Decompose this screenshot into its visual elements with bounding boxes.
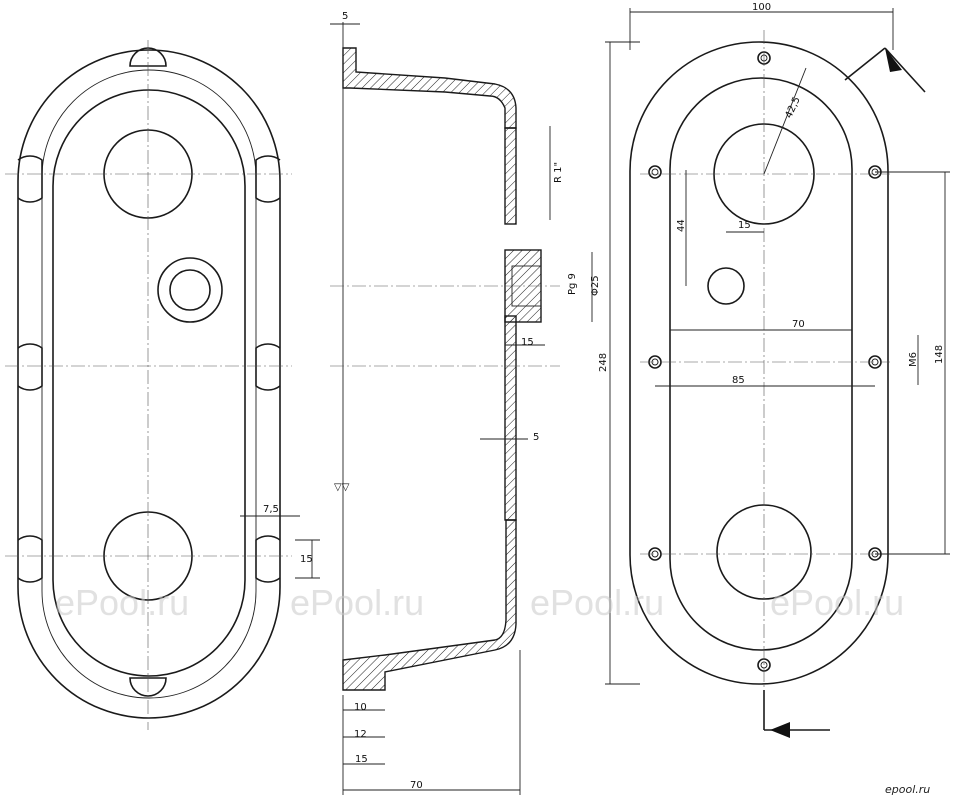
section-wall-top (342, 47, 517, 129)
section-arrow-top (844, 47, 926, 93)
section-view: 5 R 1" Pg 9 Φ25 15 5 ▽▽ 10 12 15 70 (330, 11, 601, 795)
dim-7-5: 7,5 (263, 504, 279, 515)
dim-85: 85 (732, 375, 745, 386)
plate-small-port (707, 267, 745, 305)
dim-hole-15: 15 (738, 220, 751, 231)
left-front-view: 7,5 15 (5, 40, 320, 730)
right-plate-view: 100 42,5 44 15 70 85 M6 (598, 2, 950, 738)
dim-15-left: 15 (300, 554, 313, 565)
dim-pg9: Pg 9 (567, 273, 578, 295)
section-thread-upper (504, 127, 517, 225)
watermark-2: ePool.ru (290, 582, 424, 623)
mounting-holes (648, 51, 882, 672)
body-outline (52, 89, 246, 677)
dim-12: 12 (354, 729, 367, 740)
cable-gland-inner (169, 269, 211, 311)
dim-r1: R 1" (553, 162, 564, 183)
dim-100: 100 (752, 2, 771, 13)
dim-boss-15: 15 (521, 337, 534, 348)
dim-wall-5: 5 (533, 432, 539, 443)
dim-70-bottom: 70 (410, 780, 423, 791)
svg-text:▽▽: ▽▽ (334, 482, 350, 493)
dim-5-top: 5 (342, 11, 348, 22)
section-arrow-bottom (763, 690, 830, 738)
mounting-lugs (17, 47, 281, 697)
section-wall-bottom (342, 519, 517, 691)
plate-inner-outline (669, 77, 853, 651)
section-wall-right (504, 315, 517, 521)
dim-dia25: Φ25 (590, 275, 601, 296)
watermark-3: ePool.ru (530, 582, 664, 623)
cable-gland-outer (157, 257, 223, 323)
outer-flange-outline (17, 49, 281, 719)
dim-10: 10 (354, 702, 367, 713)
plate-outer-outline (629, 41, 889, 685)
dim-70-plate: 70 (792, 319, 805, 330)
dim-m6: M6 (908, 352, 919, 367)
dim-radius: 42,5 (783, 95, 802, 120)
site-logo: epool.ru (885, 783, 930, 796)
dim-44: 44 (676, 219, 687, 232)
dim-15-bottom: 15 (355, 754, 368, 765)
dim-248: 248 (598, 353, 609, 372)
dim-148: 148 (934, 345, 945, 364)
watermark-1: ePool.ru (55, 582, 189, 623)
watermark-4: ePool.ru (770, 582, 904, 623)
